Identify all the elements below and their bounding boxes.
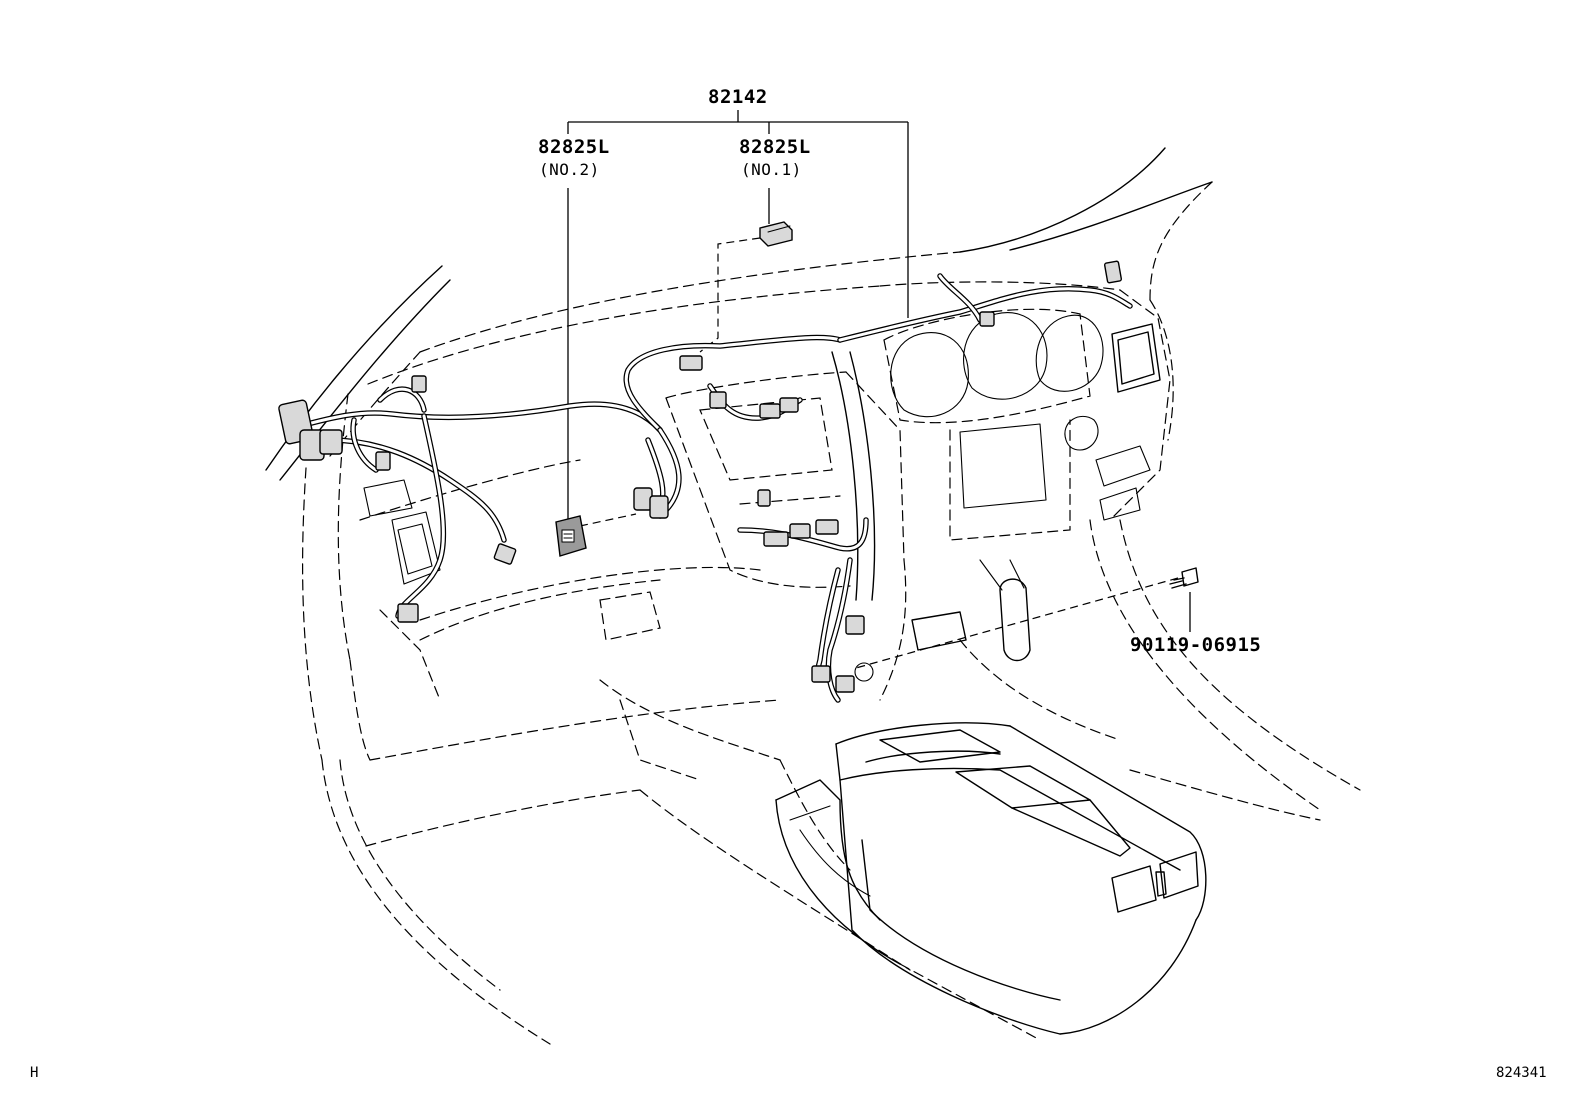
leader-bolt-dashed [855,577,1179,669]
cabin-outline [265,147,1361,1045]
label-bolt-90119-06915: 90119-06915 [1130,634,1262,656]
wire-harness-82142 [297,273,1133,703]
gauge-center [963,312,1048,400]
label-82825l-no1: 82825L [739,136,811,158]
combination-meter-gauges [890,312,1104,509]
floor-outline [365,769,1321,971]
label-82142: 82142 [708,86,768,108]
center-knob [1064,415,1099,451]
bolt-90119-06915 [1169,567,1199,589]
leader-no1-dashed [699,237,761,353]
illustration-number: 824341 [1496,1065,1547,1081]
label-82825l-no1-sub: (NO.1) [741,160,802,179]
junction-block-82825l-no1 [759,221,793,247]
label-82825l-no2: 82825L [538,136,610,158]
gauge-left [890,331,969,418]
junction-block-82825l-no2 [555,515,587,557]
steering-column-area [911,559,1121,741]
center-display [959,423,1047,509]
leader-no2-dashed [579,513,637,527]
callout-leaders [567,110,1191,669]
label-82825l-no2-sub: (NO.2) [539,160,600,179]
center-console [775,722,1207,1041]
corner-mark-h: H [30,1065,39,1081]
gauge-right [1035,314,1104,392]
left-air-vent [363,479,441,585]
harness-connectors [278,260,1123,693]
right-air-vent [1095,323,1161,521]
instrument-panel-outline [337,281,1171,871]
